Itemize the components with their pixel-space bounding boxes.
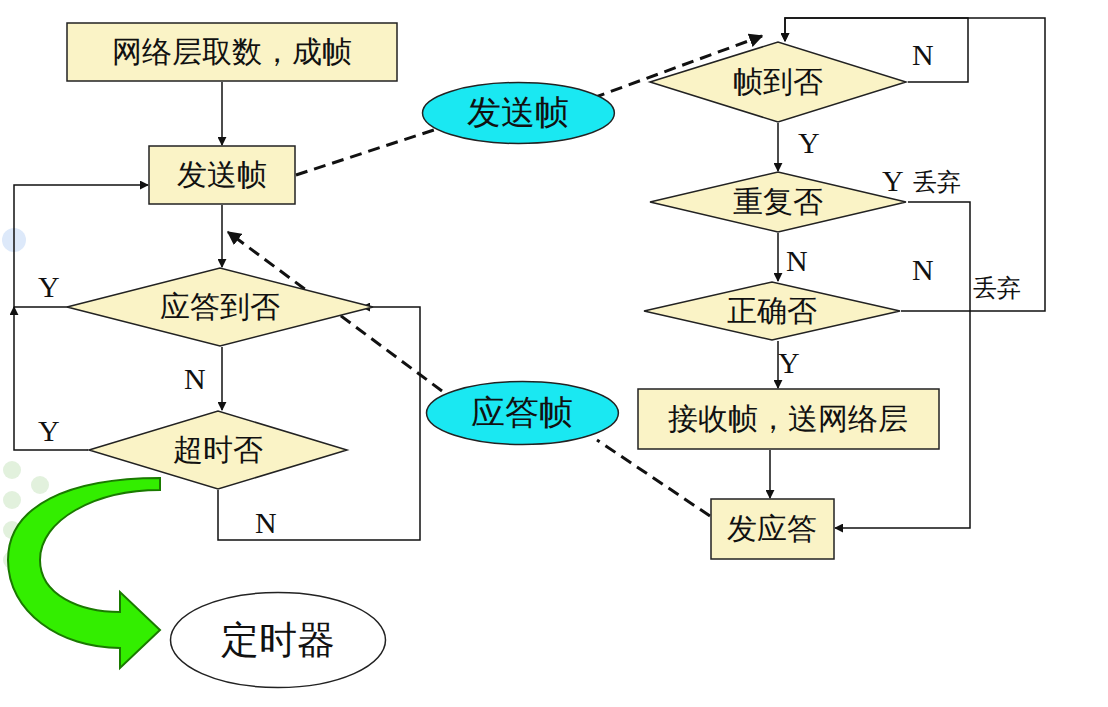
process-box: 网络层取数，成帧: [66, 22, 398, 82]
branch-label: Y: [882, 166, 904, 196]
node-text: 发送帧: [177, 155, 267, 196]
node-text: 帧到否: [733, 62, 823, 103]
ack-callout: 应答帧: [425, 380, 620, 446]
branch-label: N: [786, 246, 808, 276]
node-text: 应答帧: [471, 390, 573, 436]
branch-label: Y: [38, 272, 60, 302]
timer-ellipse: 定时器: [169, 591, 387, 689]
decision-diamond: 正确否: [643, 281, 901, 341]
dashed-transfer: [296, 127, 443, 175]
decision-diamond: 超时否: [88, 410, 348, 490]
branch-label: N: [912, 255, 934, 285]
discard-note: 丢弃: [913, 170, 961, 194]
node-text: 网络层取数，成帧: [112, 32, 352, 73]
branch-label: Y: [798, 128, 820, 158]
branch-label: N: [912, 40, 934, 70]
flow-arrow: [769, 450, 771, 498]
discard-note: 丢弃: [973, 276, 1021, 300]
node-text: 定时器: [221, 615, 335, 666]
process-box: 发应答: [710, 498, 835, 560]
node-text: 发送帧: [467, 90, 569, 136]
dashed-transfer: [597, 440, 710, 516]
node-text: 应答到否: [160, 287, 280, 328]
node-text: 重复否: [733, 182, 823, 223]
frame-callout: 发送帧: [421, 81, 616, 145]
process-box: 发送帧: [148, 145, 296, 205]
branch-label: Y: [38, 416, 60, 446]
node-text: 接收帧，送网络层: [668, 399, 908, 440]
flow-arrow: [835, 202, 970, 528]
flow-arrow: [777, 233, 779, 281]
branch-label: N: [184, 364, 206, 394]
branch-label: N: [255, 508, 277, 538]
flow-arrow: [221, 205, 223, 267]
flow-arrow: [221, 82, 223, 145]
branch-label: Y: [778, 348, 800, 378]
flow-arrow: [221, 347, 223, 410]
timer-arrow: [8, 478, 160, 668]
flow-arrow: [14, 307, 88, 450]
node-text: 发应答: [727, 509, 817, 550]
flow-arrow: [14, 185, 148, 307]
decision-diamond: 应答到否: [66, 267, 374, 347]
decision-diamond: 帧到否: [649, 41, 907, 123]
node-text: 正确否: [727, 291, 817, 332]
flow-arrow: [777, 123, 779, 171]
decision-diamond: 重复否: [649, 171, 907, 233]
node-text: 超时否: [173, 430, 263, 471]
process-box: 接收帧，送网络层: [637, 388, 940, 450]
